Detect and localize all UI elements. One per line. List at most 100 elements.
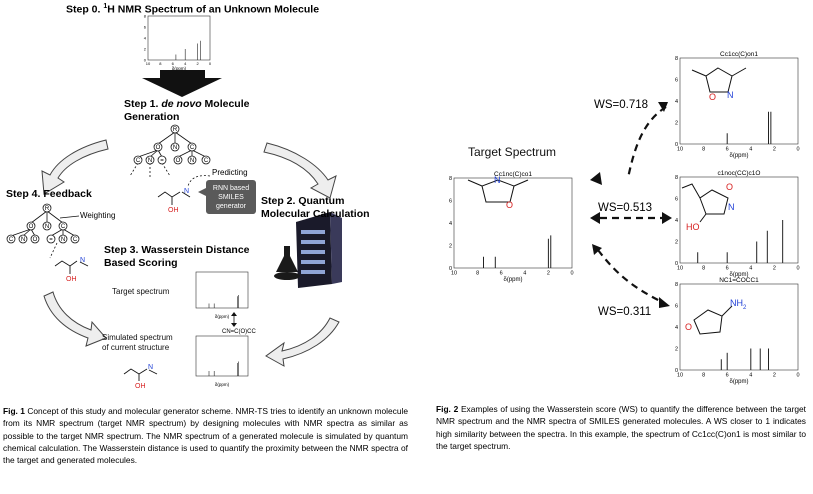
target-spectrum-label: Target spectrum [112, 287, 170, 296]
x-tick-label: 2 [773, 373, 776, 379]
cand3-molecule [693, 305, 733, 335]
tree-node-label: N [45, 224, 49, 230]
tree-node-label: O [29, 224, 34, 230]
tree-node-label: N [61, 237, 65, 243]
tree-node-label: N [190, 158, 194, 164]
chart-frame [147, 15, 211, 61]
tree-node-label: = [160, 158, 164, 164]
x-tick-label: 0 [209, 61, 212, 66]
mol-atom-NH2: NH2 [730, 298, 747, 311]
y-tick-label: 2 [675, 346, 678, 352]
tree-node-label: N [148, 158, 152, 164]
x-tick-label: 10 [677, 373, 683, 379]
predicting-arrow [187, 175, 211, 187]
x-tick-label: 0 [796, 266, 799, 272]
tree-node-label: O [156, 145, 161, 151]
target-molecule [467, 179, 529, 203]
y-tick-label: 8 [675, 282, 678, 288]
y-tick-label: 0 [449, 266, 452, 272]
predicting-label: Predicting [212, 168, 248, 177]
y-tick-label: 2 [675, 120, 678, 126]
y-tick-label: 4 [144, 35, 147, 40]
rnn-box-line: RNN based [213, 185, 249, 192]
y-tick-label: 0 [675, 261, 678, 267]
mol-atom-N: N [727, 90, 734, 100]
tree-node-label: R [173, 127, 178, 133]
x-tick-label: 10 [451, 271, 457, 277]
x-tick-label: 4 [749, 147, 752, 153]
x-tick-label: 6 [726, 266, 729, 272]
step4-title: Step 4. Feedback [6, 188, 92, 200]
mol-atom-N: N [148, 364, 153, 371]
rnn-box-line: SMILES [218, 194, 244, 201]
chart-frame [453, 177, 573, 269]
mol-atom-HO: HO [686, 222, 700, 232]
x-tick-label: 6 [726, 147, 729, 153]
chart-frame [679, 57, 799, 145]
molecule-step3 [123, 368, 158, 381]
molecule-step4 [54, 260, 89, 274]
ws-score-2: WS=0.513 [598, 202, 653, 214]
chart-title: c1noc(CC)c1O [718, 170, 761, 177]
y-tick-label: 4 [675, 99, 678, 105]
y-tick-label: 6 [675, 196, 678, 202]
x-tick-label: 6 [726, 373, 729, 379]
mol-atom-O: O [726, 182, 733, 192]
flask-icon [274, 246, 300, 280]
rnn-generator-box [206, 180, 256, 214]
mol-atom-OH: OH [66, 276, 77, 283]
x-tick-label: 2 [773, 147, 776, 153]
tree-node-label: C [61, 224, 66, 230]
y-tick-label: 4 [675, 325, 678, 331]
cand1-molecule [691, 67, 747, 93]
x-tick-label: 8 [702, 147, 705, 153]
tree-node-label: = [49, 237, 53, 243]
dashed-arrow-1 [626, 106, 667, 179]
cycle-arrow-top-left [41, 139, 109, 195]
mol-atom-N: N [80, 257, 85, 264]
step3-target-spectrum: δ(ppm) [195, 271, 249, 319]
x-tick-label: 8 [702, 266, 705, 272]
mol-atom-O: O [709, 92, 716, 102]
tree-node-label: C [136, 158, 141, 164]
chart-frame [195, 335, 249, 377]
y-tick-label: 4 [675, 218, 678, 224]
mol-atom-N: N [728, 202, 735, 212]
tree-nodes-step1: R O N C C N = O N C [133, 124, 211, 165]
x-axis-label: δ(ppm) [729, 153, 748, 159]
tree-node-label: O [33, 237, 38, 243]
step1-title: Step 1. de novo Molecule Generation [124, 98, 250, 123]
molecule-step1 [157, 191, 191, 205]
x-tick-label: 2 [196, 61, 199, 66]
x-tick-label: 0 [570, 271, 573, 277]
mol-atom-O: O [506, 200, 513, 210]
cand2-molecule [681, 183, 729, 223]
fig1-caption: Fig. 1 Concept of this study and molecul… [3, 406, 408, 466]
ws-score-1: WS=0.718 [594, 99, 649, 111]
x-tick-label: 10 [677, 147, 683, 153]
chart-frame [195, 271, 249, 309]
rnn-box-line: generator [216, 203, 247, 210]
black-down-arrow [142, 70, 222, 97]
x-tick-label: 2 [773, 266, 776, 272]
mol-atom-OH: OH [135, 383, 146, 390]
cycle-arrow-bottom-right [265, 317, 340, 367]
target-spectrum-title: Target Spectrum [468, 145, 557, 159]
y-tick-label: 4 [449, 221, 452, 227]
x-axis-label: δ(ppm) [729, 272, 748, 278]
search-tree-step1 [129, 131, 207, 178]
x-tick-label: 8 [702, 373, 705, 379]
mol-atom-O: O [685, 322, 692, 332]
smiles-label: CN=C(O)CC [222, 329, 256, 335]
x-axis-label: δ(ppm) [215, 382, 230, 387]
y-tick-label: 8 [675, 175, 678, 181]
server-icon [296, 212, 342, 288]
ws-score-3: WS=0.311 [598, 306, 652, 318]
